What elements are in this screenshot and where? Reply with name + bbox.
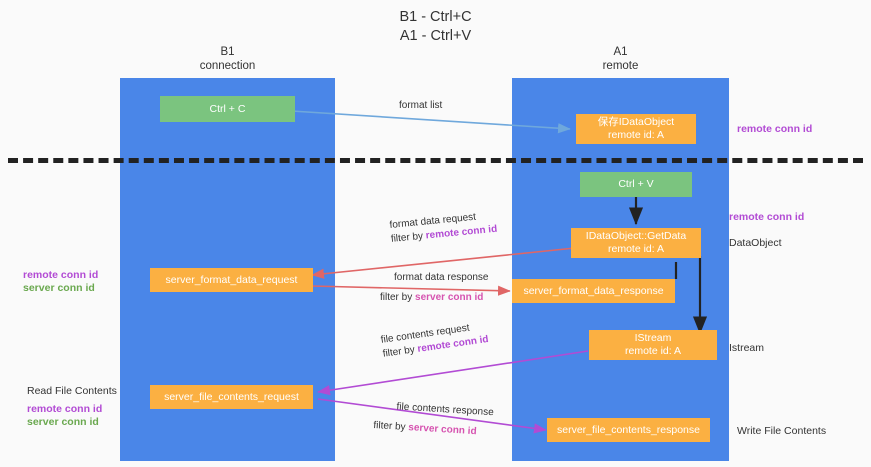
annotation-left-read-file-contents: Read File Contents xyxy=(27,385,117,397)
edge-label-file-contents-request: file contents request filter by remote c… xyxy=(380,319,490,362)
filter-value-server-conn-id: server conn id xyxy=(407,422,477,438)
annotation-left-server-conn-id-bottom: server conn id xyxy=(27,416,99,428)
box-save-idataobject-line1: 保存IDataObject xyxy=(597,116,675,128)
edge-label-format-data-response-filter: filter by server conn id xyxy=(380,285,489,305)
annotation-right-dataobject: DataObject xyxy=(729,237,782,249)
box-istream[interactable]: IStream remote id: A xyxy=(589,330,717,360)
box-istream-line2: remote id: A xyxy=(624,345,682,357)
page-title: B1 - Ctrl+C A1 - Ctrl+V xyxy=(0,8,871,46)
box-istream-line1: IStream xyxy=(634,332,672,344)
lane-header-b1-role: connection xyxy=(199,59,256,72)
filter-prefix: filter by xyxy=(380,292,416,303)
annotation-left-remote-conn-id-mid: remote conn id xyxy=(23,269,99,281)
box-idataobject-getdata[interactable]: IDataObject::GetData remote id: A xyxy=(571,228,701,258)
box-save-idataobject-line2: remote id: A xyxy=(607,129,665,141)
box-server-format-data-response[interactable]: server_format_data_response xyxy=(512,279,675,303)
box-server-format-data-request[interactable]: server_format_data_request xyxy=(150,268,313,292)
lane-header-b1: B1 connection xyxy=(120,46,335,73)
lane-header-a1: A1 remote xyxy=(512,46,729,73)
edge-label-format-list-text: format list xyxy=(399,100,443,111)
title-line-2: A1 - Ctrl+V xyxy=(399,28,472,44)
box-getdata-line1: IDataObject::GetData xyxy=(585,230,687,242)
annotation-left-remote-conn-id-bottom: remote conn id xyxy=(27,403,103,415)
box-ctrl-c[interactable]: Ctrl + C xyxy=(160,96,295,122)
edge-label-format-list: format list xyxy=(399,99,442,113)
filter-value-server-conn-id: server conn id xyxy=(415,292,484,303)
filter-prefix: filter by xyxy=(373,419,409,434)
lane-header-a1-role: remote xyxy=(602,59,639,72)
box-ctrl-c-label: Ctrl + C xyxy=(209,102,246,115)
box-server-format-data-response-label: server_format_data_response xyxy=(523,284,664,297)
lane-header-b1-name: B1 xyxy=(220,46,235,58)
box-getdata-line2: remote id: A xyxy=(607,243,665,255)
filter-prefix: filter by xyxy=(390,230,427,245)
box-server-file-contents-request[interactable]: server_file_contents_request xyxy=(150,385,313,409)
box-save-idataobject[interactable]: 保存IDataObject remote id: A xyxy=(576,114,696,144)
box-server-file-contents-response-label: server_file_contents_response xyxy=(556,423,700,436)
box-ctrl-v[interactable]: Ctrl + V xyxy=(580,172,692,197)
edge-label-file-contents-response: file contents response filter by server … xyxy=(373,399,494,440)
phase-divider xyxy=(8,158,863,163)
box-server-file-contents-request-label: server_file_contents_request xyxy=(164,390,299,403)
title-line-1: B1 - Ctrl+C xyxy=(399,9,472,25)
filter-prefix: filter by xyxy=(382,343,419,360)
annotation-right-remote-conn-id-top: remote conn id xyxy=(737,123,813,135)
box-server-file-contents-response[interactable]: server_file_contents_response xyxy=(547,418,710,442)
box-ctrl-v-label: Ctrl + V xyxy=(618,178,654,190)
annotation-left-server-conn-id-mid: server conn id xyxy=(23,282,95,294)
edge-label-format-data-response-main: format data response xyxy=(394,272,489,283)
edge-label-format-data-request: format data request filter by remote con… xyxy=(389,209,498,247)
annotation-right-write-file-contents: Write File Contents xyxy=(737,425,827,437)
box-server-format-data-request-label: server_format_data_request xyxy=(165,273,298,286)
annotation-right-istream: Istream xyxy=(729,342,765,354)
annotation-right-remote-conn-id-mid: remote conn id xyxy=(729,211,805,223)
lane-header-a1-name: A1 xyxy=(613,46,628,58)
edge-label-format-data-response: format data response filter by server co… xyxy=(380,271,489,305)
